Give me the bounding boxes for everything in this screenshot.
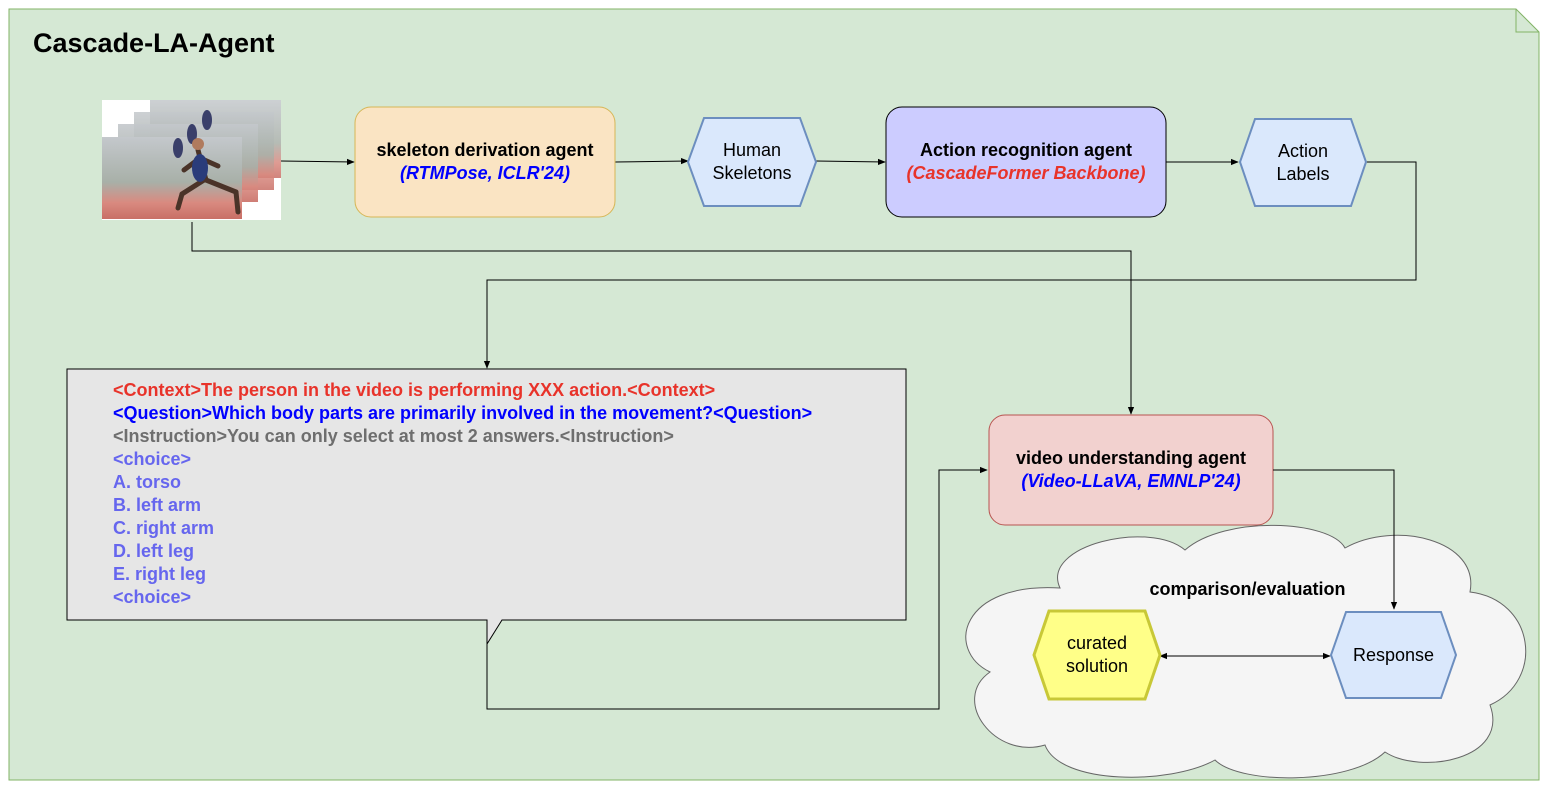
action-agent-title: Action recognition agent <box>919 140 1132 160</box>
curated-solution-hexagon <box>1032 609 1162 701</box>
action-labels: Action Labels <box>1240 119 1366 206</box>
action-agent-subtitle: (CascadeFormer Backbone) <box>906 163 1146 183</box>
skeleton-agent-subtitle: (RTMPose, ICLR'24) <box>400 163 570 183</box>
prompt-option: A. torso <box>113 472 182 492</box>
prompt-choice-open: <choice> <box>113 449 192 469</box>
sprinter-motion-frames-image <box>102 100 281 220</box>
response-hexagon <box>1329 611 1458 699</box>
action-recognition-agent: Action recognition agent (CascadeFormer … <box>886 107 1166 217</box>
response: Response <box>1331 612 1456 698</box>
prompt-question: <Question>Which body parts are primarily… <box>113 403 813 423</box>
skeleton-agent-title: skeleton derivation agent <box>376 140 594 160</box>
prompt-text: <Context>The person in the video is perf… <box>113 379 812 609</box>
video-agent-title: video understanding agent <box>1015 448 1247 468</box>
prompt-option: E. right leg <box>113 564 207 584</box>
skeleton-derivation-agent-box <box>354 106 616 218</box>
action-recognition-agent-box <box>885 106 1167 218</box>
diagram-title: Cascade-LA-Agent <box>33 28 275 58</box>
prompt-option: C. right arm <box>113 518 215 538</box>
curated-solution-line1: curated <box>1066 633 1128 653</box>
arrow-human-skeletons-to-action-agent <box>815 158 886 166</box>
action-labels-line2: Labels <box>1276 163 1330 184</box>
prompt-choice-close: <choice> <box>113 587 192 607</box>
human-skeletons-line1: Human <box>722 140 782 160</box>
human-skeletons: Human Skeletons <box>688 118 816 206</box>
arrow-action-labels-to-prompt <box>483 161 1417 369</box>
prompt-context: <Context>The person in the video is perf… <box>113 380 716 400</box>
prompt-instruction: <Instruction>You can only select at most… <box>113 426 674 446</box>
prompt-callout <box>66 368 907 646</box>
video-agent-subtitle: (Video-LLaVA, EMNLP'24) <box>1021 471 1241 491</box>
skeleton-derivation-agent: skeleton derivation agent (RTMPose, ICLR… <box>355 107 615 217</box>
prompt-option: B. left arm <box>113 495 202 515</box>
comparison-evaluation-label: comparison/evaluation <box>1149 579 1346 599</box>
arrow-video-agent-to-response <box>1273 469 1398 610</box>
prompt-option: D. left leg <box>113 541 195 561</box>
curated-solution: curated solution <box>1034 611 1160 699</box>
video-understanding-agent: video understanding agent (Video-LLaVA, … <box>989 415 1273 525</box>
comparison-cloud <box>965 524 1527 779</box>
arrow-image-to-skeleton-agent <box>280 158 355 166</box>
curated-solution-line2: solution <box>1065 656 1129 676</box>
arrow-prompt-to-video-agent <box>486 466 988 710</box>
panel-corner-fold <box>1515 9 1539 33</box>
response-label: Response <box>1352 644 1435 665</box>
human-skeletons-hexagon <box>686 117 818 207</box>
arrow-image-to-video-agent <box>191 222 1135 415</box>
arrow-skeleton-agent-to-human-skeletons <box>614 157 689 165</box>
action-labels-line1: Action <box>1277 140 1329 161</box>
human-skeletons-line2: Skeletons <box>712 163 792 183</box>
action-labels-hexagon <box>1238 118 1368 207</box>
connectors <box>191 157 1417 710</box>
